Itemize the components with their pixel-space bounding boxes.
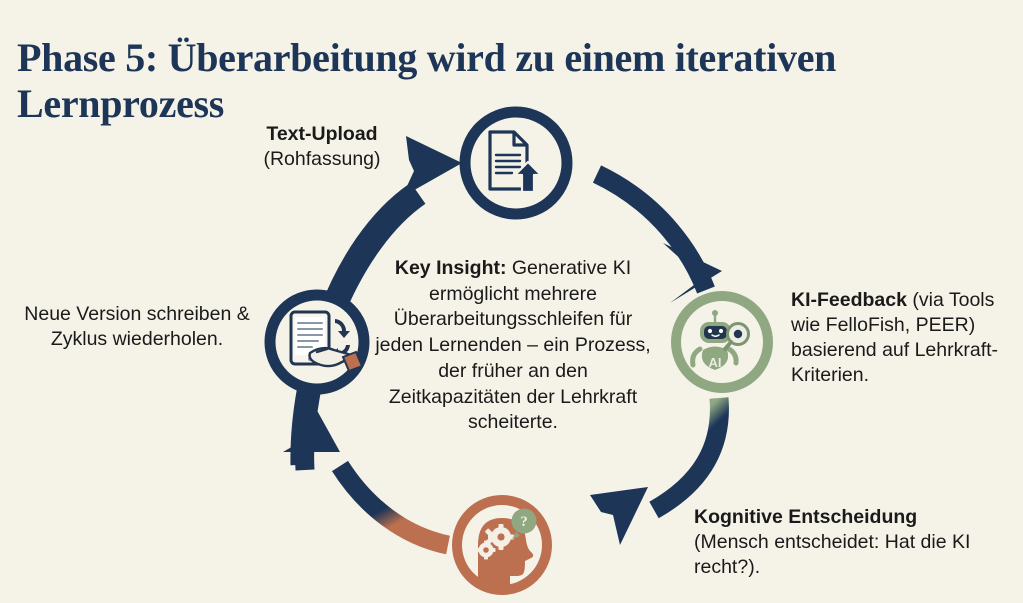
label-kognitive-bold: Kognitive Entscheidung: [694, 506, 918, 528]
svg-text:AI: AI: [709, 355, 722, 370]
node-text-upload[interactable]: [459, 106, 573, 220]
label-kognitive-entscheidung: Kognitive Entscheidung (Mensch entscheid…: [694, 505, 1014, 580]
node-kognitive-entscheidung[interactable]: ?: [452, 495, 552, 595]
key-insight-body: Generative KI ermöglicht mehrere Überarb…: [375, 257, 651, 434]
label-ki-feedback-bold: KI-Feedback: [791, 289, 907, 311]
label-ki-feedback-rest: (via Tools wie FelloFish, PEER) basieren…: [791, 289, 999, 386]
label-neue-version: Neue Version schreiben & Zyklus wiederho…: [24, 302, 250, 352]
label-ki-feedback: KI-Feedback (via Tools wie FelloFish, PE…: [791, 288, 1023, 388]
node-neue-version[interactable]: [264, 289, 370, 395]
ai-robot-magnifier-icon: AI: [690, 310, 750, 370]
label-kognitive-rest: (Mensch entscheidet: Hat die KI recht?).: [694, 530, 971, 578]
page-title: Phase 5: Überarbeitung wird zu einem ite…: [17, 34, 837, 127]
label-text-upload-bold: Text-Upload: [266, 123, 378, 145]
document-upload-icon: [488, 130, 543, 194]
label-text-upload: Text-Upload (Rohfassung): [222, 122, 422, 172]
key-insight-lead: Key Insight:: [394, 257, 507, 279]
tablet-hand-rewrite-icon: [289, 310, 364, 373]
label-neue-version-rest: Neue Version schreiben & Zyklus wiederho…: [24, 303, 250, 350]
arrow-kognitive-to-neue-version: [283, 396, 451, 555]
label-text-upload-rest: (Rohfassung): [263, 147, 381, 170]
arrow-text-upload-to-ki-feedback: [592, 165, 722, 303]
arrow-ki-feedback-to-kognitive: [590, 397, 729, 545]
node-ki-feedback[interactable]: AI: [671, 291, 773, 393]
key-insight-text: Key Insight: Generative KI ermöglicht me…: [375, 256, 651, 436]
svg-text:?: ?: [520, 514, 528, 530]
head-gears-question-icon: ?: [476, 508, 537, 585]
